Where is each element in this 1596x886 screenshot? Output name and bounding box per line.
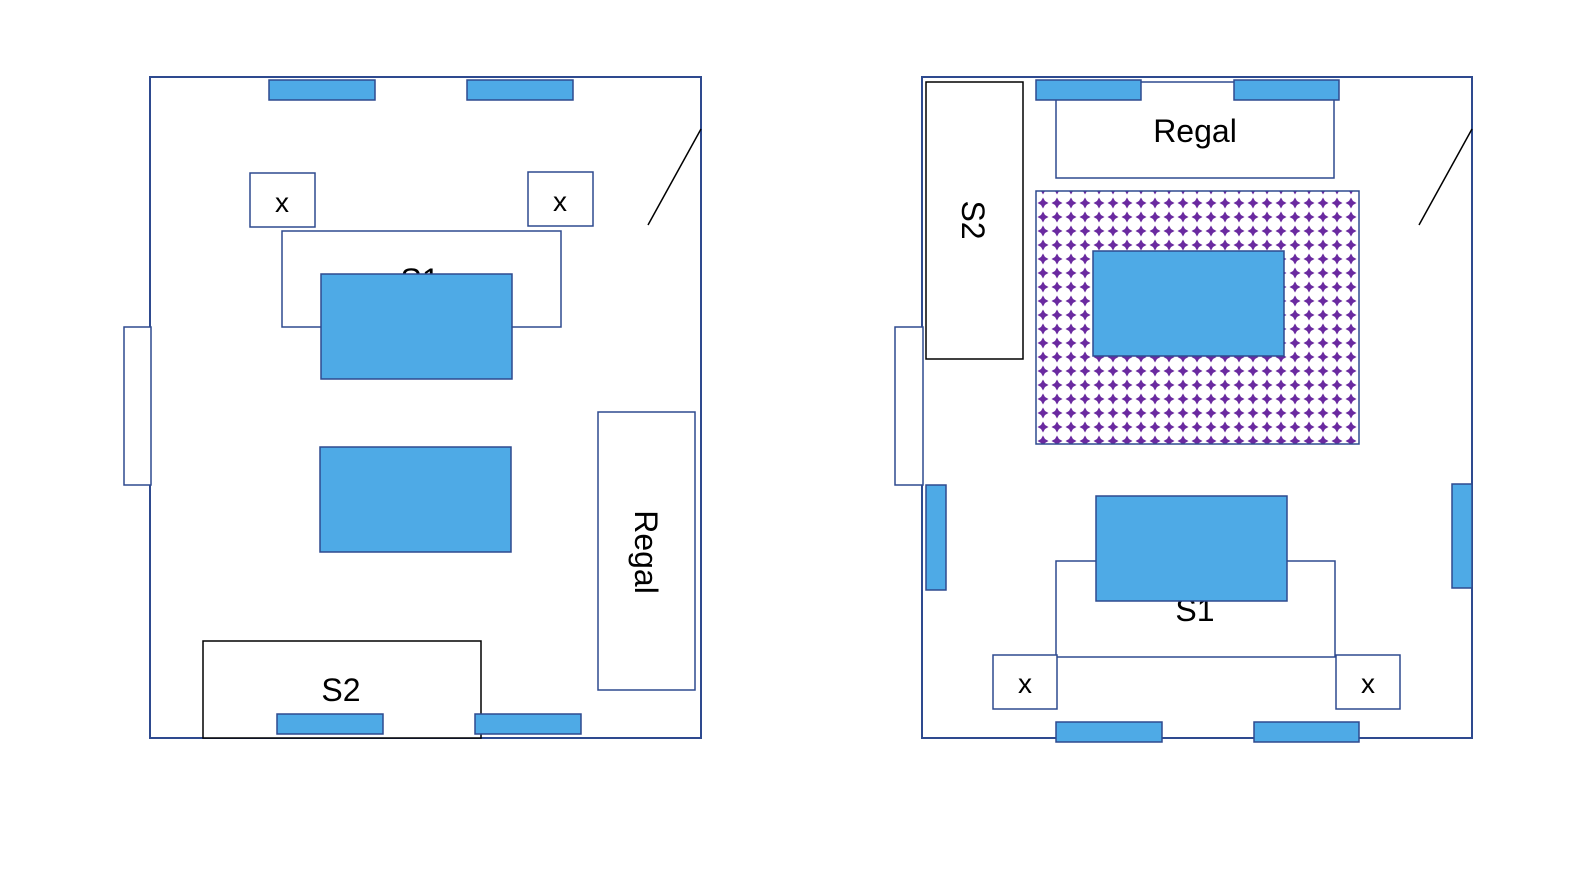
sofa-s2-label: S2 — [955, 200, 991, 239]
shelf-regal — [597, 411, 696, 691]
chair-right-label: x — [1361, 668, 1375, 699]
door-swing-line — [647, 128, 702, 226]
floor-plan-a: x x S1 Regal S2 — [123, 76, 702, 739]
chair-right — [527, 171, 594, 227]
window-bottom-2 — [1253, 721, 1360, 743]
chair-left-label: x — [1018, 668, 1032, 699]
sofa-s2 — [925, 81, 1024, 360]
table-lower — [1095, 495, 1288, 602]
sofa-s2-label: S2 — [321, 672, 360, 708]
chair-left-label: x — [275, 187, 289, 218]
wall-element-left — [123, 326, 152, 486]
table-upper — [320, 273, 513, 380]
radiator-right — [1451, 483, 1473, 589]
window-bottom-1 — [276, 713, 384, 735]
window-top-1 — [268, 79, 376, 101]
chair-right — [1335, 654, 1401, 710]
door-swing-line — [1418, 128, 1473, 226]
floor-plan-b: S2 Regal S1 x x — [894, 76, 1473, 743]
wall-element-left — [894, 326, 924, 486]
window-bottom-1 — [1055, 721, 1163, 743]
table-upper — [1092, 250, 1285, 357]
chair-right-label: x — [553, 186, 567, 217]
window-top-2 — [466, 79, 574, 101]
table-lower — [319, 446, 512, 553]
window-top-1 — [1035, 79, 1142, 101]
chair-left — [249, 172, 316, 228]
shelf-regal-label: Regal — [1153, 113, 1237, 149]
window-bottom-2 — [474, 713, 582, 735]
window-top-2 — [1233, 79, 1340, 101]
chair-left — [992, 654, 1058, 710]
shelf-regal-label: Regal — [628, 510, 664, 594]
radiator-left — [925, 484, 947, 591]
